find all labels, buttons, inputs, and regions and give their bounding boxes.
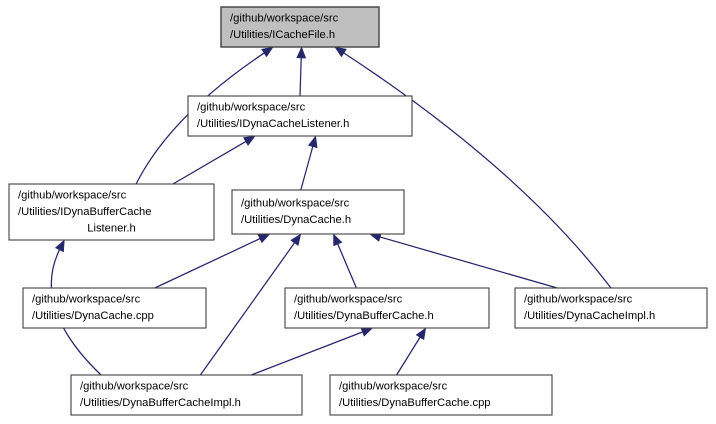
dependency-edge [299,56,302,97]
graph-node-idynabuffercachelistener[interactable]: /github/workspace/src/Utilities/IDynaBuf… [8,183,215,241]
dependency-edge [199,241,296,376]
graph-node-dynabuffercacheimpl_h[interactable]: /github/workspace/src/Utilities/DynaBuff… [70,374,303,416]
dependency-edge [379,236,558,289]
node-layer: /github/workspace/src/Utilities/ICacheFi… [8,6,708,416]
graph-node-dynabuffercache_cpp[interactable]: /github/workspace/src/Utilities/DynaBuff… [329,374,553,416]
edge-arrowhead [54,239,65,253]
dependency-edge [172,140,247,185]
dependency-edge [135,52,266,185]
edge-layer [50,46,612,376]
node-label-line: /github/workspace/src [80,381,189,393]
node-box[interactable] [22,287,207,329]
edge-arrowhead [257,233,271,244]
graph-node-dynacacheimpl_h[interactable]: /github/workspace/src/Utilities/DynaCach… [514,287,708,329]
edge-arrowhead [307,135,318,149]
edge-arrowhead [290,233,302,247]
node-label-line: /github/workspace/src [18,189,127,201]
graph-node-idynacachelistener[interactable]: /github/workspace/src/Utilities/IDynaCac… [187,95,413,137]
node-box[interactable] [329,374,553,416]
node-label-line: /Utilities/DynaBufferCache.h [294,310,434,322]
node-box[interactable] [514,287,708,329]
node-label-line: /github/workspace/src [197,102,306,114]
node-label-line: /Utilities/DynaCache.h [241,214,351,226]
node-label-line: /github/workspace/src [230,13,339,25]
edge-arrowhead [333,233,343,247]
node-box[interactable] [284,287,490,329]
node-label-line: /github/workspace/src [32,294,141,306]
node-label-line: /github/workspace/src [241,198,350,210]
node-label-line: /github/workspace/src [294,294,403,306]
node-label-line: /Utilities/DynaBufferCacheImpl.h [80,397,241,409]
node-label-line: /Utilities/DynaBufferCache.cpp [339,397,491,409]
graph-node-dynacache_h[interactable]: /github/workspace/src/Utilities/DynaCach… [231,189,405,235]
edge-arrowhead [296,46,307,59]
edge-arrowhead [261,46,274,58]
node-label-line: /Utilities/ICacheFile.h [230,29,335,41]
graph-node-dynabuffercache_h[interactable]: /github/workspace/src/Utilities/DynaBuff… [284,287,490,329]
node-box[interactable] [187,95,413,137]
dependency-edge [154,237,262,289]
dependency-edge [342,51,612,289]
node-box[interactable] [8,183,215,241]
dependency-edge [396,336,422,376]
node-label-line: /Utilities/IDynaBufferCache [18,206,151,218]
dependency-edge [300,145,314,191]
graph-node-dynacache_cpp[interactable]: /github/workspace/src/Utilities/DynaCach… [22,287,207,329]
node-label-line: /Utilities/IDynaCacheListener.h [197,118,349,130]
edge-arrowhead [242,135,256,146]
node-label-line: Listener.h [87,222,136,234]
node-label-line: /github/workspace/src [524,294,633,306]
node-label-line: /Utilities/DynaCacheImpl.h [524,310,655,322]
dependency-edge [250,331,364,376]
node-label-line: /github/workspace/src [339,381,448,393]
node-label-line: /Utilities/DynaCache.cpp [32,310,154,322]
node-box[interactable] [220,6,380,48]
dependency-edge [336,242,357,289]
edge-arrowhead [360,327,374,337]
edge-arrowhead [334,46,347,58]
node-box[interactable] [231,189,405,235]
node-box[interactable] [70,374,303,416]
edge-arrowhead [415,327,427,341]
graph-node-icachefile[interactable]: /github/workspace/src/Utilities/ICacheFi… [220,6,380,48]
